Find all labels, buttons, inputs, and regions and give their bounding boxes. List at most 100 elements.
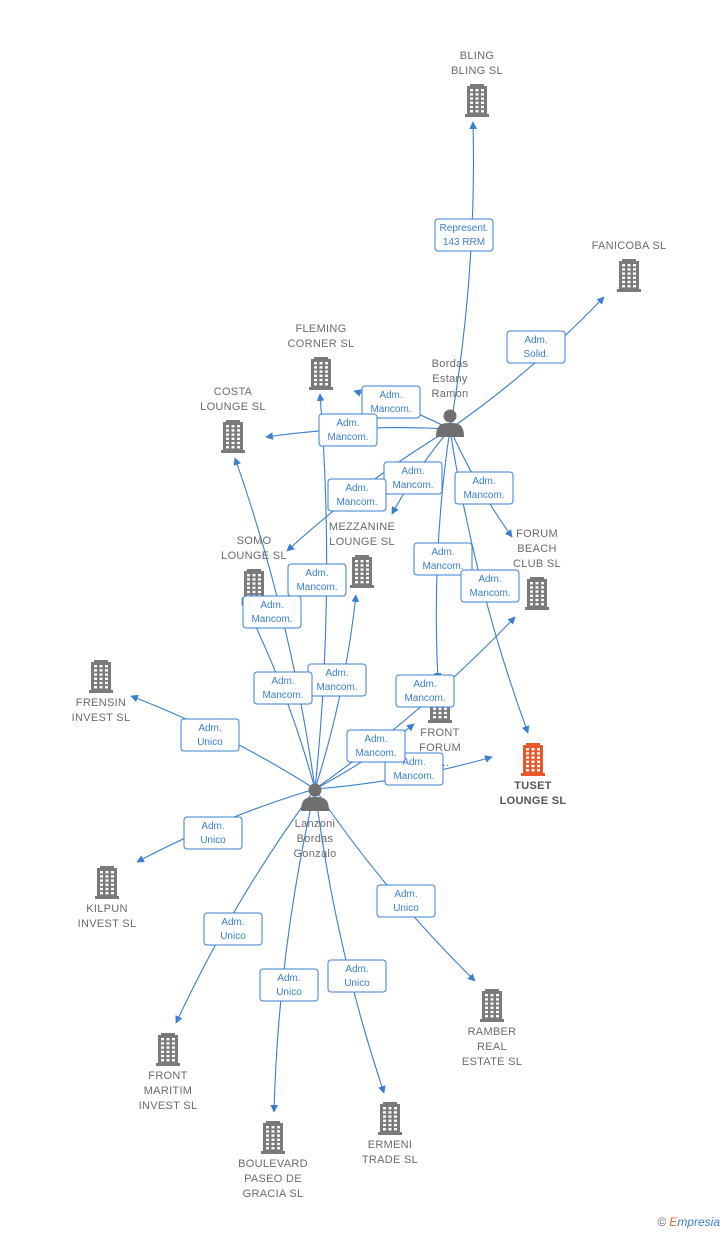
edge-lanzoni-to-ermeni	[314, 788, 386, 1094]
edge-label-line: Mancom.	[422, 561, 463, 572]
edge-label-line: Unico	[344, 978, 370, 989]
node-label: INVEST SL	[78, 918, 137, 930]
node-label: REAL	[477, 1041, 507, 1053]
node-label: BOULEVARD	[238, 1158, 308, 1170]
node-label: LOUNGE SL	[329, 536, 395, 548]
building-icon	[261, 1121, 285, 1154]
edge-label-line: Adm.	[472, 476, 495, 487]
node-label: CORNER SL	[288, 338, 355, 350]
node-label: BLING	[460, 50, 495, 62]
edge-label-lanzoni-to-kilpun[interactable]: Adm.Unico	[183, 816, 243, 850]
node-label: MEZZANINE	[329, 521, 395, 533]
node-label: FRENSIN	[76, 697, 126, 709]
edge-label-bordas-to-mezzanine[interactable]: Adm. Mancom.	[383, 461, 443, 495]
edge-label-line: Mancom.	[392, 480, 433, 491]
edge-label-line: Mancom.	[370, 404, 411, 415]
edge-label-bordas-to-forumbeach[interactable]: Adm.Mancom.	[454, 471, 514, 505]
node-label: Gonzalo	[293, 848, 336, 860]
node-label: MARITIM	[144, 1085, 193, 1097]
edge-label-line: Mancom.	[336, 497, 377, 508]
node-label: ESTATE SL	[462, 1056, 522, 1068]
brand-logo[interactable]: Empresia	[669, 1215, 720, 1229]
node-mezzanine[interactable]: MEZZANINE LOUNGE SL	[329, 521, 395, 588]
building-icon	[309, 357, 333, 390]
node-label: KILPUN	[86, 903, 128, 915]
node-label: Bordas	[432, 358, 469, 370]
edge-label-lanzoni-to-ermeni[interactable]: Adm.Unico	[327, 959, 387, 993]
node-kilpun[interactable]: KILPUN INVEST SL	[78, 866, 137, 930]
edge-label-lanzoni-to-costa[interactable]: Adm. Mancom.	[242, 595, 302, 629]
edge-labels-layer: Represent.143 RRM Adm.Solid. Adm. Mancom. Ad…	[180, 218, 566, 1002]
edge-label-line: Mancom.	[469, 588, 510, 599]
node-label: ERMENI	[368, 1139, 413, 1151]
edge-label-lanzoni-to-frontforum-3[interactable]: Adm.Mancom.	[346, 729, 406, 763]
node-ramber[interactable]: RAMBER REAL ESTATE SL	[462, 989, 522, 1068]
edge-label-lanzoni-to-somo[interactable]: Adm.Mancom.	[287, 563, 347, 597]
edge-label-line: Adm.	[394, 889, 417, 900]
edge-label-line: Adm.	[336, 418, 359, 429]
building-icon	[525, 577, 549, 610]
edge-bordas-to-bling	[449, 121, 478, 430]
edge-label-lanzoni-to-frontforum-2[interactable]: Adm.Mancom.	[395, 674, 455, 708]
edge-label-line: Unico	[220, 931, 246, 942]
edge-label-line: Unico	[276, 987, 302, 998]
edge-label-lanzoni-to-frontmaritim[interactable]: Adm.Unico	[203, 912, 263, 946]
node-fanicoba[interactable]: FANICOBA SL	[592, 240, 667, 292]
node-label: FRONT	[420, 727, 459, 739]
node-label: CLUB SL	[513, 558, 561, 570]
edge-label-line: Adm.	[364, 734, 387, 745]
edge-label-bordas-to-frontforum[interactable]: Adm.Mancom.	[413, 542, 473, 576]
node-label: Estany	[432, 373, 468, 385]
edge-label-bordas-to-fleming[interactable]: Adm. Mancom.	[361, 385, 421, 419]
edge-label-bordas-to-costa[interactable]: Adm.Mancom.	[318, 413, 378, 447]
node-label: LOUNGE SL	[500, 795, 567, 807]
node-label: PASEO DE	[244, 1173, 302, 1185]
building-icon	[221, 420, 245, 453]
edge-label-line: Adm.	[401, 466, 424, 477]
edge-bordas-to-fanicoba	[449, 296, 605, 430]
edge-label-lanzoni-to-ramber[interactable]: Adm.Unico	[376, 884, 436, 918]
building-icon	[617, 259, 641, 292]
edge-label-lanzoni-to-frontforum[interactable]: Adm.Mancom.	[253, 671, 313, 705]
edge-label-bordas-to-fanicoba[interactable]: Adm.Solid.	[506, 330, 566, 364]
edge-label-bordas-to-somo[interactable]: Adm.Mancom.	[327, 478, 387, 512]
node-fleming[interactable]: FLEMING CORNER SL	[288, 323, 355, 390]
edge-label-line: Adm.	[478, 574, 501, 585]
node-label: Bordas	[297, 833, 334, 845]
node-label: INVEST SL	[72, 712, 131, 724]
edge-label-line: 143 RRM	[443, 237, 485, 248]
edge-label-lanzoni-to-forumbeach[interactable]: Adm. Mancom.	[460, 569, 520, 603]
edge-label-lanzoni-to-mezzanine[interactable]: Adm.Mancom.	[307, 663, 367, 697]
edge-label-lanzoni-to-boulevard[interactable]: Adm. Unico	[259, 968, 319, 1002]
node-label: COSTA	[214, 386, 253, 398]
node-label: FLEMING	[296, 323, 347, 335]
node-label: RAMBER	[468, 1026, 517, 1038]
node-label: FORUM	[419, 742, 461, 754]
building-icon	[378, 1102, 402, 1135]
edge-label-line: Adm.	[277, 973, 300, 984]
edge-label-line: Adm.	[413, 679, 436, 690]
edge-label-line: Mancom.	[251, 614, 292, 625]
edge-label-line: Unico	[200, 835, 226, 846]
edge-label-line: Adm.	[260, 600, 283, 611]
edge-label-line: Unico	[197, 737, 223, 748]
edge-label-line: Adm.	[379, 390, 402, 401]
edge-label-bordas-to-bling[interactable]: Represent.143 RRM	[434, 218, 494, 252]
building-icon	[89, 660, 113, 693]
edge-label-lanzoni-to-frensin[interactable]: Adm.Unico	[180, 718, 240, 752]
node-frensin[interactable]: FRENSIN INVEST SL	[72, 660, 131, 724]
node-label: Lanzoni	[295, 818, 336, 830]
edge-label-line: Adm.	[305, 568, 328, 579]
node-label: FANICOBA SL	[592, 240, 667, 252]
